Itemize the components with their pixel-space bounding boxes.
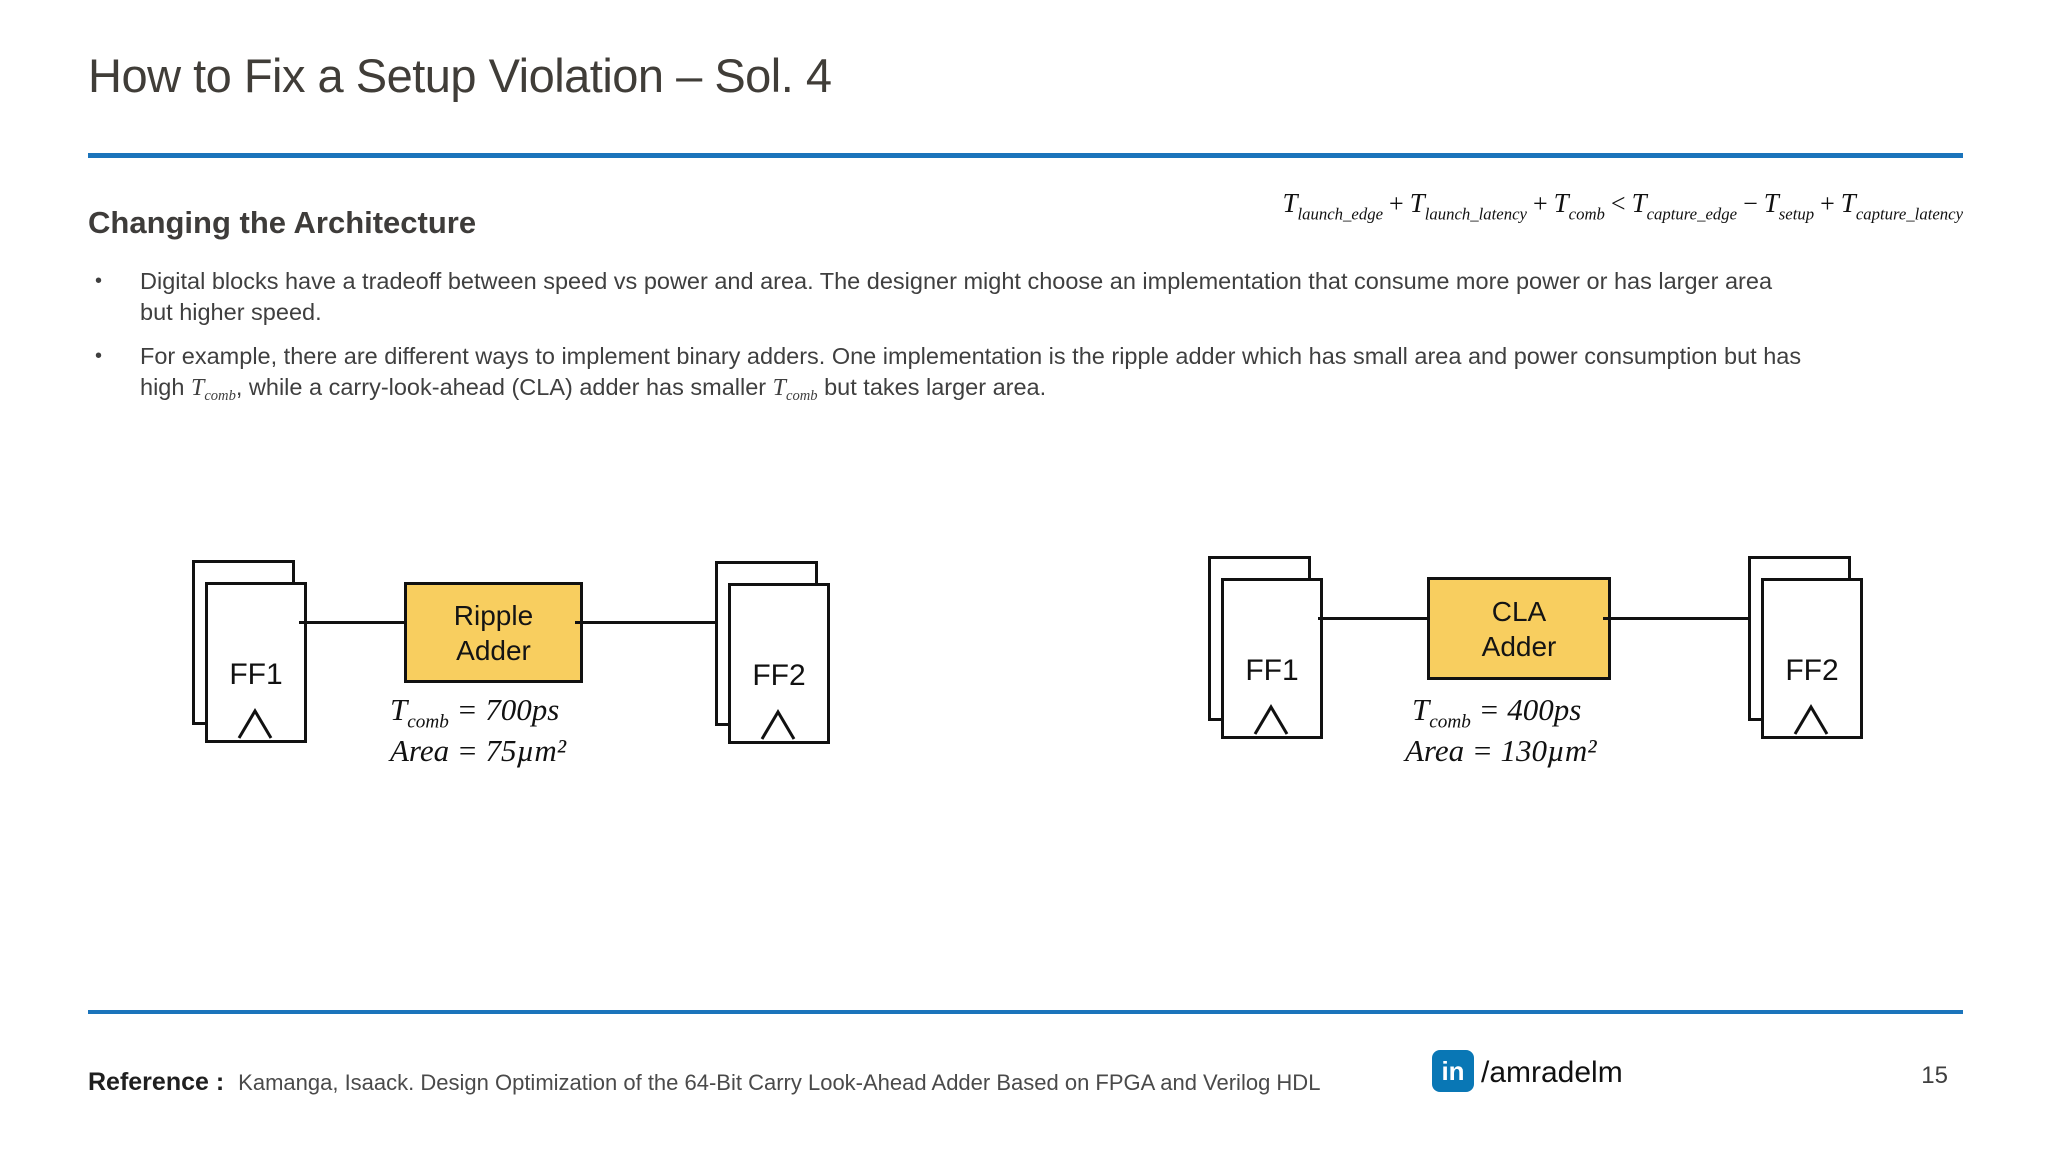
adder-label-line1: Ripple: [453, 599, 534, 631]
flipflop-label: FF1: [1245, 654, 1299, 687]
bullet-item: • Digital blocks have a tradeoff between…: [95, 266, 1772, 328]
bullet-text: For example, there are different ways to…: [140, 343, 1802, 405]
tcomb-annotation: Tcomb = 400ps: [1412, 692, 1582, 733]
area-annotation: Area = 75µm²: [390, 733, 567, 768]
bottom-divider: [88, 1010, 1963, 1014]
top-divider: [88, 153, 1963, 158]
wire: [299, 621, 406, 624]
bullet-marker: •: [95, 345, 103, 367]
adder-label-line2: Adder: [456, 634, 531, 666]
area-annotation: Area = 130µm²: [1405, 733, 1597, 768]
slide-title: How to Fix a Setup Violation – Sol. 4: [88, 49, 832, 102]
wire: [575, 621, 718, 624]
bullet-marker: •: [95, 270, 103, 292]
linkedin-icon[interactable]: in: [1432, 1050, 1474, 1092]
cla-adder-block: CLA Adder: [1427, 577, 1611, 680]
reference-line: Reference : Kamanga, Isaack. Design Optim…: [88, 1068, 1320, 1097]
clock-input-icon: [1253, 704, 1289, 735]
reference-label: Reference :: [88, 1068, 225, 1096]
adder-label-line2: Adder: [1481, 630, 1557, 662]
page-number: 15: [1921, 1062, 1948, 1089]
flipflop-ff1-left: FF1: [192, 560, 308, 743]
bullet-text: Digital blocks have a tradeoff between s…: [140, 268, 1773, 325]
flipflop-ff2-right: FF2: [1748, 556, 1864, 739]
flipflop-label: FF1: [229, 658, 283, 691]
section-heading: Changing the Architecture: [88, 205, 477, 240]
wire: [1603, 617, 1750, 620]
flipflop-ff2-left: FF2: [715, 561, 831, 744]
ripple-adder-block: Ripple Adder: [404, 582, 583, 683]
wire: [1318, 617, 1429, 620]
flipflop-label: FF2: [1785, 654, 1839, 687]
clock-input-icon: [760, 709, 796, 740]
clock-input-icon: [1793, 704, 1829, 735]
linkedin-handle[interactable]: /amradelm: [1481, 1056, 1623, 1089]
bullet-item: • For example, there are different ways …: [95, 341, 1801, 412]
flipflop-label: FF2: [752, 659, 806, 692]
adder-label-line1: CLA: [1491, 595, 1547, 627]
reference-text: Kamanga, Isaack. Design Optimization of …: [238, 1070, 1321, 1095]
flipflop-ff1-right: FF1: [1208, 556, 1324, 739]
tcomb-annotation: Tcomb = 700ps: [390, 692, 560, 733]
setup-timing-formula: Tlaunch_edge+Tlaunch_latency+Tcomb<Tcapt…: [1282, 188, 1963, 224]
clock-input-icon: [237, 708, 273, 739]
